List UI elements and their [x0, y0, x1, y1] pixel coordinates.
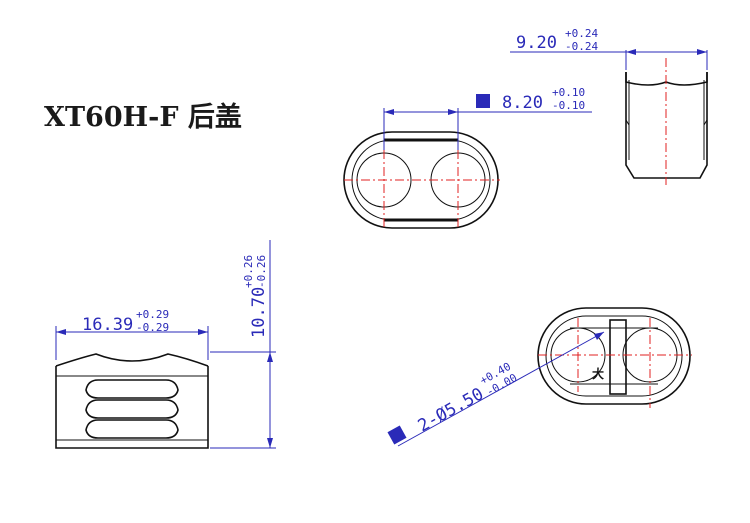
dim-width-value: 9.20: [516, 33, 557, 53]
dim-width-upper: +0.24: [565, 27, 598, 40]
polarity-mark: 大: [592, 366, 604, 381]
dim-length-upper: +0.29: [136, 308, 169, 321]
dim-length-value: 16.39: [82, 315, 133, 335]
dim-height-upper: +0.26: [242, 255, 255, 288]
front-view: 8.20 +0.10 -0.10: [343, 86, 592, 229]
dim-pitch-upper: +0.10: [552, 86, 585, 99]
dim-width-lower: -0.24: [565, 40, 598, 53]
dim-height-value: 10.70: [249, 287, 269, 338]
dim-pitch-lower: -0.10: [552, 99, 585, 112]
rear-view: 大 2-Ø5.50 +0.40 -0.00: [387, 307, 692, 447]
dim-pitch-value: 8.20: [502, 93, 543, 113]
side-view: 9.20 +0.24 -0.24: [510, 27, 708, 185]
dim-hole-value: 2-Ø5.50: [415, 384, 487, 436]
bottom-view: 16.39 +0.29 -0.29 10.70 +0.26 -0.26: [55, 240, 276, 449]
dim-length-lower: -0.29: [136, 321, 169, 334]
drawing-title: XT60H-F 后盖: [44, 102, 242, 133]
dim-height-lower: -0.26: [255, 255, 268, 288]
